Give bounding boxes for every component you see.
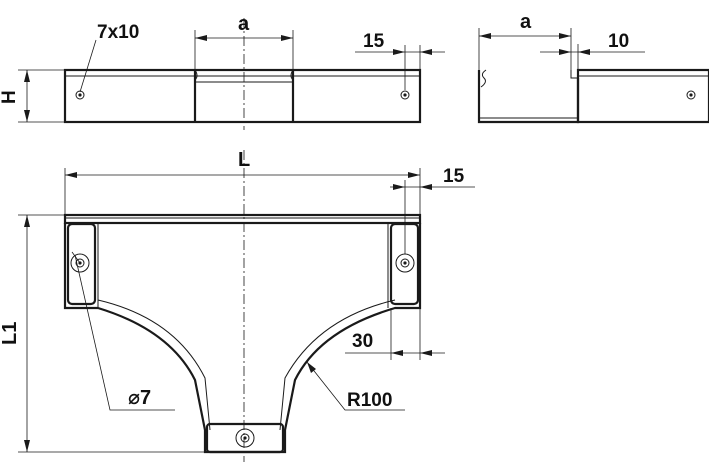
offset-15-label-front: 15 bbox=[363, 31, 385, 52]
length-l1-label: L1 bbox=[0, 322, 21, 345]
width-a-label-front: a bbox=[238, 13, 250, 35]
hole-diameter-label: ⌀7 bbox=[128, 387, 151, 409]
height-h-label: H bbox=[0, 90, 20, 104]
bottom-flange bbox=[205, 422, 285, 454]
plan-top-bar bbox=[63, 213, 422, 225]
offset-15-label-plan: 15 bbox=[443, 166, 465, 187]
plan-view: L 15 L1 30 ⌀7 R100 bbox=[0, 149, 475, 462]
side-view: a 10 bbox=[477, 11, 709, 124]
left-flange-hole bbox=[70, 253, 90, 273]
front-view-body bbox=[63, 68, 422, 124]
width-a-label-side: a bbox=[520, 11, 532, 33]
offset-10-label: 10 bbox=[608, 31, 629, 52]
front-view: 7x10 a 15 H bbox=[0, 13, 445, 130]
right-flange bbox=[389, 222, 420, 306]
front-hole-right bbox=[400, 90, 410, 100]
offset-30-label: 30 bbox=[352, 331, 373, 352]
side-hole bbox=[686, 90, 696, 100]
radius-label: R100 bbox=[347, 390, 392, 411]
front-view-trough bbox=[193, 70, 295, 122]
slot-size-label: 7x10 bbox=[97, 22, 139, 43]
side-view-flange bbox=[576, 68, 709, 124]
left-flange bbox=[66, 222, 97, 306]
bottom-flange-hole bbox=[235, 428, 255, 448]
side-view-trough bbox=[477, 70, 580, 124]
length-l-label: L bbox=[238, 149, 250, 171]
